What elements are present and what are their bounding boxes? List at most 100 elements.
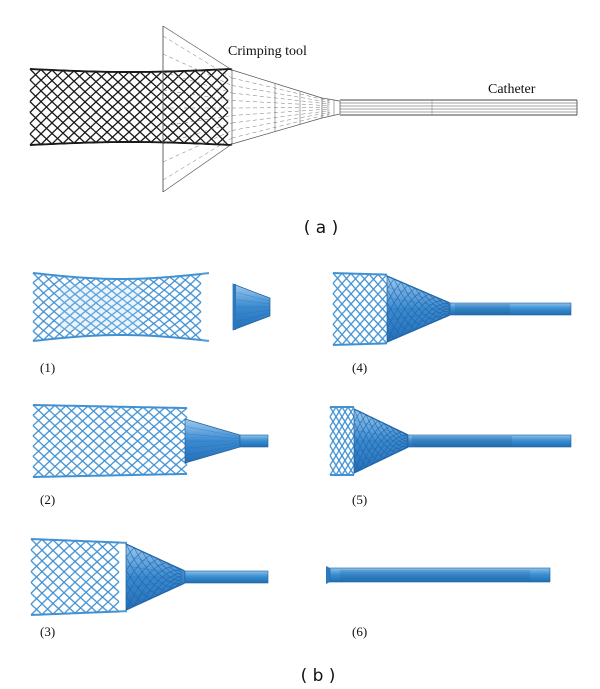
stent-strut — [386, 312, 451, 343]
stent-strut — [30, 549, 120, 563]
catheter-tube — [239, 434, 269, 448]
step-label-3: (3) — [40, 624, 55, 639]
stent-strut — [32, 454, 188, 468]
stent-strut — [32, 273, 202, 288]
cone-facet — [184, 433, 241, 440]
stent-edge — [386, 275, 450, 304]
tool-guide — [162, 122, 233, 145]
stent-strut — [30, 559, 120, 573]
stent-strut — [332, 312, 388, 326]
stent-strut — [125, 583, 183, 607]
stent-strut — [29, 111, 229, 124]
stent-strut — [329, 425, 355, 438]
stent-strut — [125, 543, 183, 574]
cone-facet — [232, 309, 271, 315]
tool-guide — [231, 92, 331, 105]
tool-line — [231, 117, 323, 145]
tool-line — [231, 69, 323, 99]
stent-strut — [329, 434, 355, 448]
cone-facet — [184, 444, 241, 456]
cone-facet — [353, 419, 409, 438]
crimped-stent-section — [340, 570, 530, 580]
catheter-tube — [449, 302, 572, 316]
stent-strut — [32, 414, 188, 428]
stent-edge — [125, 582, 185, 611]
tool-guide — [231, 77, 331, 102]
stent-strut — [332, 282, 388, 296]
stent-strut — [353, 444, 409, 474]
stent-strut — [30, 591, 120, 605]
stent-strut — [125, 557, 183, 576]
panel-a-caption: ( a ) — [304, 218, 339, 238]
catheter-wireframe — [340, 99, 578, 116]
stent-strut — [32, 310, 202, 323]
stent-strut — [32, 318, 202, 332]
stent-strut — [29, 121, 229, 135]
stent-strut — [29, 89, 229, 103]
stent-strut — [329, 415, 355, 428]
stent-strut — [125, 558, 183, 576]
stent-strut — [353, 441, 409, 461]
cone-facet — [184, 426, 241, 438]
stent-edge — [33, 472, 188, 478]
stent-highlight — [60, 285, 140, 330]
cone-facet — [386, 312, 451, 332]
cone-facet — [353, 430, 409, 440]
step-3-diagram — [30, 538, 269, 616]
tool-guide — [231, 100, 331, 107]
stent-strut — [32, 463, 188, 478]
panel-b: (1) (2) (3) (4) (5) (6) ( b ) — [30, 272, 572, 686]
stent-strut — [29, 100, 229, 114]
stent-strut — [353, 422, 409, 440]
stent-edge — [29, 141, 233, 146]
tool-line — [162, 25, 233, 71]
stent-strut — [125, 570, 183, 584]
tool-guide — [162, 71, 233, 94]
stent-strut — [32, 291, 202, 304]
stent-strut — [329, 454, 355, 467]
step-6-diagram — [326, 566, 551, 584]
crimping-tool-label: Crimping tool — [228, 44, 307, 59]
cone-facet — [184, 442, 241, 449]
stent-strut — [125, 580, 183, 611]
crimped-stent-section — [412, 436, 512, 446]
stent-strut — [332, 332, 388, 346]
stent-strut — [125, 570, 183, 584]
crimping-tool-wireframe — [162, 25, 341, 193]
step-2-diagram — [32, 404, 269, 478]
crimped-stent-section — [455, 304, 510, 314]
step-label-4: (4) — [352, 360, 367, 375]
stent-edge — [386, 314, 450, 343]
tool-guide — [231, 110, 331, 124]
tool-line — [321, 113, 341, 119]
stent-strut — [353, 411, 409, 437]
stent-strut — [29, 100, 229, 114]
stent-strut — [29, 79, 229, 93]
stent-strut — [329, 463, 355, 477]
stent-edge — [332, 272, 387, 276]
stent-mesh-a — [29, 68, 233, 146]
cone-facet — [386, 286, 451, 306]
stent-edge — [353, 446, 409, 474]
stent-strut — [29, 131, 229, 146]
stent-strut — [30, 570, 120, 584]
stent-strut — [125, 547, 183, 571]
tool-guide — [231, 107, 331, 109]
step-1-diagram — [32, 272, 271, 342]
stent-edge — [125, 543, 185, 572]
stent-strut — [332, 292, 388, 306]
catheter-tube — [407, 434, 572, 448]
stent-strut — [32, 424, 188, 438]
stent-strut — [30, 581, 120, 594]
stent-strut — [125, 578, 183, 597]
stent-strut — [32, 434, 188, 448]
cone-facet — [353, 444, 409, 463]
stent-edge — [32, 272, 210, 280]
stent-strut — [332, 322, 388, 336]
stent-strut — [386, 278, 451, 305]
stent-edge — [30, 538, 127, 544]
stent-strut — [125, 578, 183, 596]
step-label-1: (1) — [40, 360, 55, 375]
step-label-2: (2) — [40, 492, 55, 507]
